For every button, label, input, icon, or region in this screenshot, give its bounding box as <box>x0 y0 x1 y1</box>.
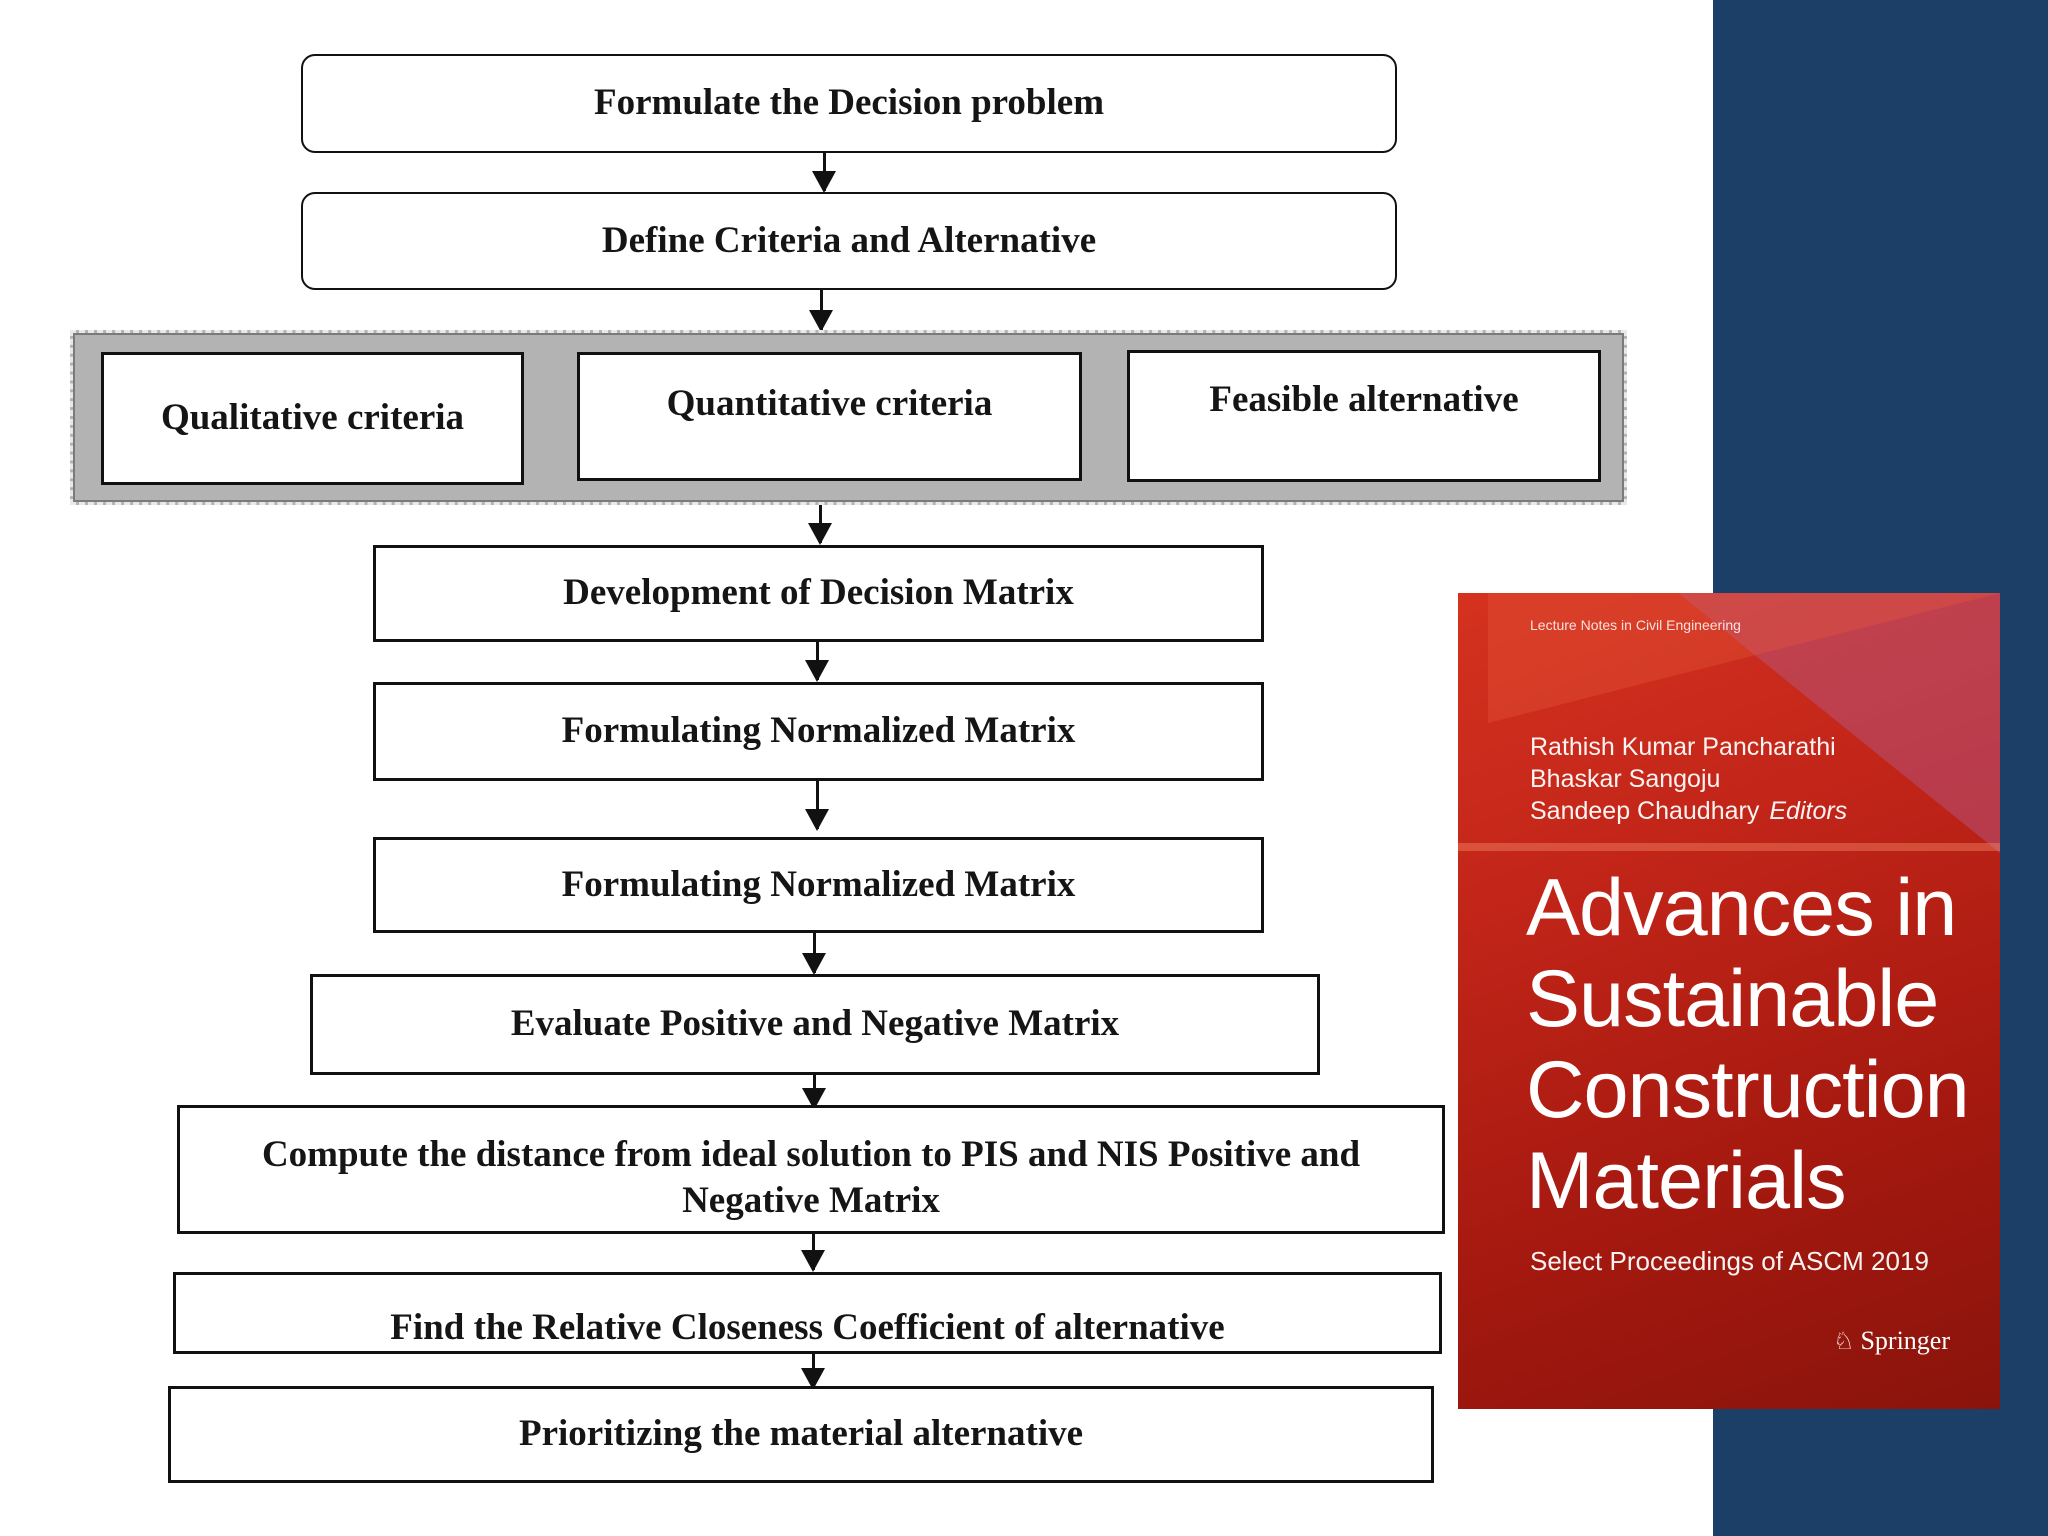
step-formulate-problem: Formulate the Decision problem <box>301 54 1397 153</box>
arrow-1 <box>812 153 836 193</box>
title-line: Sustainable <box>1526 954 1939 1044</box>
publisher-logo: ♘Springer <box>1833 1326 1950 1356</box>
title-line: Advances in <box>1526 863 1957 953</box>
feasible-alternative-box: Feasible alternative <box>1127 350 1601 482</box>
book-subtitle: Select Proceedings of ASCM 2019 <box>1530 1246 1929 1276</box>
arrow-8 <box>801 1234 825 1272</box>
step-prioritize: Prioritizing the material alternative <box>168 1386 1434 1483</box>
arrow-5 <box>805 781 829 831</box>
step-define-criteria: Define Criteria and Alternative <box>301 192 1397 290</box>
series-name: Lecture Notes in Civil Engineering <box>1530 617 1741 633</box>
topsis-flowchart: Formulate the Decision problem Define Cr… <box>70 54 1627 1483</box>
step-normalized-matrix-1: Formulating Normalized Matrix <box>373 682 1264 781</box>
book-cover: Lecture Notes in Civil Engineering Rathi… <box>1458 593 2000 1409</box>
title-line: Materials <box>1526 1136 1847 1226</box>
arrow-6 <box>802 933 826 975</box>
editors-tag: Editors <box>1769 797 1848 825</box>
arrow-3 <box>808 505 832 545</box>
cover-facet <box>1678 593 2000 853</box>
editors-list: Rathish Kumar Pancharathi Bhaskar Sangoj… <box>1530 731 1847 827</box>
step-normalized-matrix-2: Formulating Normalized Matrix <box>373 837 1264 933</box>
arrow-9 <box>801 1354 825 1390</box>
editor-name: Bhaskar Sangoju <box>1530 765 1721 793</box>
book-title: Advances in Sustainable Construction Mat… <box>1526 863 1970 1227</box>
arrow-7 <box>802 1075 826 1110</box>
title-line: Construction <box>1526 1045 1970 1135</box>
cover-facet <box>1488 593 2000 723</box>
step-closeness-coefficient: Find the Relative Closeness Coefficient … <box>173 1272 1442 1354</box>
cover-facet <box>1458 843 2000 851</box>
arrow-2 <box>809 290 833 332</box>
arrow-4 <box>805 642 829 682</box>
qualitative-criteria-box: Qualitative criteria <box>101 352 524 485</box>
springer-horse-icon: ♘ <box>1832 1329 1855 1355</box>
publisher-name: Springer <box>1860 1326 1950 1355</box>
quantitative-criteria-box: Quantitative criteria <box>577 352 1082 481</box>
step-positive-negative: Evaluate Positive and Negative Matrix <box>310 974 1320 1075</box>
editor-name: Rathish Kumar Pancharathi <box>1530 733 1836 761</box>
step-compute-distance: Compute the distance from ideal solution… <box>177 1105 1445 1234</box>
step-decision-matrix: Development of Decision Matrix <box>373 545 1264 642</box>
